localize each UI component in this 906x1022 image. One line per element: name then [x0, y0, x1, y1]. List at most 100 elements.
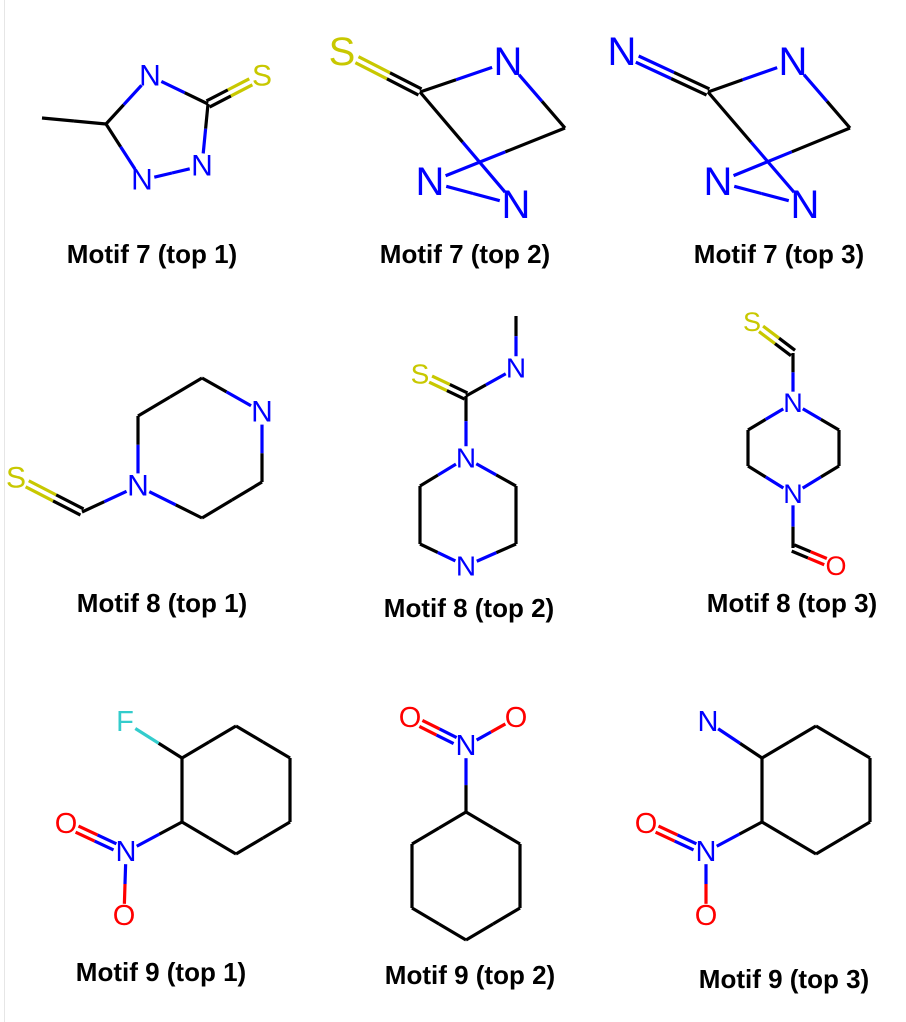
oxygen-atom-label: O	[635, 808, 658, 840]
single-bond-half	[437, 462, 457, 477]
double-bond-half	[673, 839, 695, 852]
single-bond-half	[208, 724, 237, 744]
double-bond-half	[449, 383, 469, 395]
single-bond-half	[445, 150, 506, 178]
single-bond-half	[706, 90, 753, 144]
oxygen-atom-label: O	[113, 900, 136, 932]
double-bond-half	[74, 830, 96, 843]
single-bond-half	[461, 141, 507, 194]
single-bond-half	[707, 78, 744, 94]
motif-caption: Motif 8 (top 3)	[707, 588, 877, 618]
single-bond-half	[411, 826, 440, 846]
oxygen-atom-label: O	[825, 551, 846, 581]
sulfur-atom-label: S	[411, 359, 430, 390]
double-bond-half	[637, 54, 675, 74]
left-border	[4, 0, 5, 1022]
single-bond-half	[235, 724, 264, 744]
single-bond-half	[465, 383, 487, 398]
single-bond-half	[183, 91, 209, 106]
double-bond-half	[673, 71, 711, 91]
double-bond-half	[93, 839, 115, 852]
single-bond-half	[802, 73, 829, 103]
single-bond-half	[445, 184, 474, 196]
nitrogen-atom-label: N	[116, 836, 137, 868]
single-bond-half	[492, 826, 521, 846]
nitrogen-atom-label: N	[698, 706, 719, 738]
double-bond-half	[809, 550, 828, 560]
single-bond-half	[842, 820, 871, 840]
double-bond-half	[774, 342, 792, 357]
double-bond-half	[357, 55, 391, 75]
single-bond-half	[231, 480, 263, 502]
nitrogen-atom-label: N	[456, 443, 476, 474]
double-bond-half	[205, 88, 229, 103]
single-bond-half	[438, 922, 467, 942]
single-bond-half	[119, 145, 137, 171]
single-bond-half	[801, 475, 822, 490]
oxygen-atom-label: O	[399, 702, 422, 734]
single-bond-half	[122, 883, 127, 904]
single-bond-half	[262, 820, 291, 840]
single-bond-half	[103, 489, 128, 504]
nitrogen-atom-label: N	[494, 40, 523, 84]
nitrogen-atom-label: N	[416, 160, 445, 204]
motif-caption: Motif 7 (top 3)	[694, 239, 864, 269]
double-bond-half	[793, 543, 812, 554]
double-bond-half	[389, 71, 423, 91]
single-bond-half	[104, 123, 122, 148]
nitrogen-atom-label: N	[251, 396, 273, 429]
double-bond-half	[762, 324, 781, 340]
single-bond-half	[174, 503, 203, 520]
single-bond-half	[815, 724, 844, 744]
double-bond-half	[670, 77, 708, 97]
nitrogen-atom-label: N	[191, 150, 213, 183]
single-bond-half	[134, 727, 160, 745]
single-bond-half	[517, 73, 544, 103]
single-bond-half	[715, 832, 741, 848]
nitrogen-atom-label: N	[456, 551, 476, 582]
nitrogen-atom-label: N	[506, 353, 526, 384]
single-bond-half	[262, 740, 291, 760]
single-bond-half	[204, 103, 210, 129]
single-bond-half	[495, 542, 517, 555]
sulfur-atom-label: S	[6, 462, 26, 495]
single-bond-half	[761, 191, 790, 203]
single-bond-half	[455, 65, 493, 82]
fluorine-atom-label: F	[116, 706, 134, 738]
single-bond-half	[764, 407, 785, 421]
single-bond-half	[733, 184, 762, 196]
single-bond-half	[739, 742, 763, 760]
double-bond-half	[418, 725, 438, 737]
oxygen-atom-label: O	[695, 900, 718, 932]
sulfur-atom-label: S	[743, 307, 761, 337]
single-bond-half	[747, 464, 767, 479]
nitrogen-atom-label: N	[456, 730, 477, 762]
single-bond-half	[235, 836, 264, 856]
single-bond-half	[201, 128, 208, 154]
nitrogen-atom-label: N	[608, 30, 637, 74]
single-bond-half	[73, 119, 107, 126]
single-bond-half	[788, 724, 817, 744]
single-bond-half	[419, 78, 457, 94]
double-bond-half	[28, 479, 57, 497]
single-bond-half	[181, 740, 210, 760]
double-bond-half	[431, 374, 451, 386]
single-bond-half	[476, 551, 498, 563]
single-bond-half	[465, 922, 494, 942]
single-bond-half	[747, 418, 767, 432]
nitrogen-atom-label: N	[704, 160, 733, 204]
single-bond-half	[419, 542, 439, 554]
single-bond-half	[788, 836, 817, 856]
nitrogen-atom-label: N	[696, 836, 717, 868]
single-bond-half	[123, 864, 128, 885]
single-bond-half	[411, 906, 440, 926]
motif-caption: Motif 9 (top 1)	[76, 957, 246, 987]
single-bond-half	[717, 727, 741, 745]
nitrogen-atom-label: N	[502, 183, 531, 227]
single-bond-half	[825, 100, 852, 130]
single-bond-half	[815, 836, 844, 856]
sulfur-atom-label: S	[329, 30, 356, 74]
single-bond-half	[761, 820, 790, 840]
